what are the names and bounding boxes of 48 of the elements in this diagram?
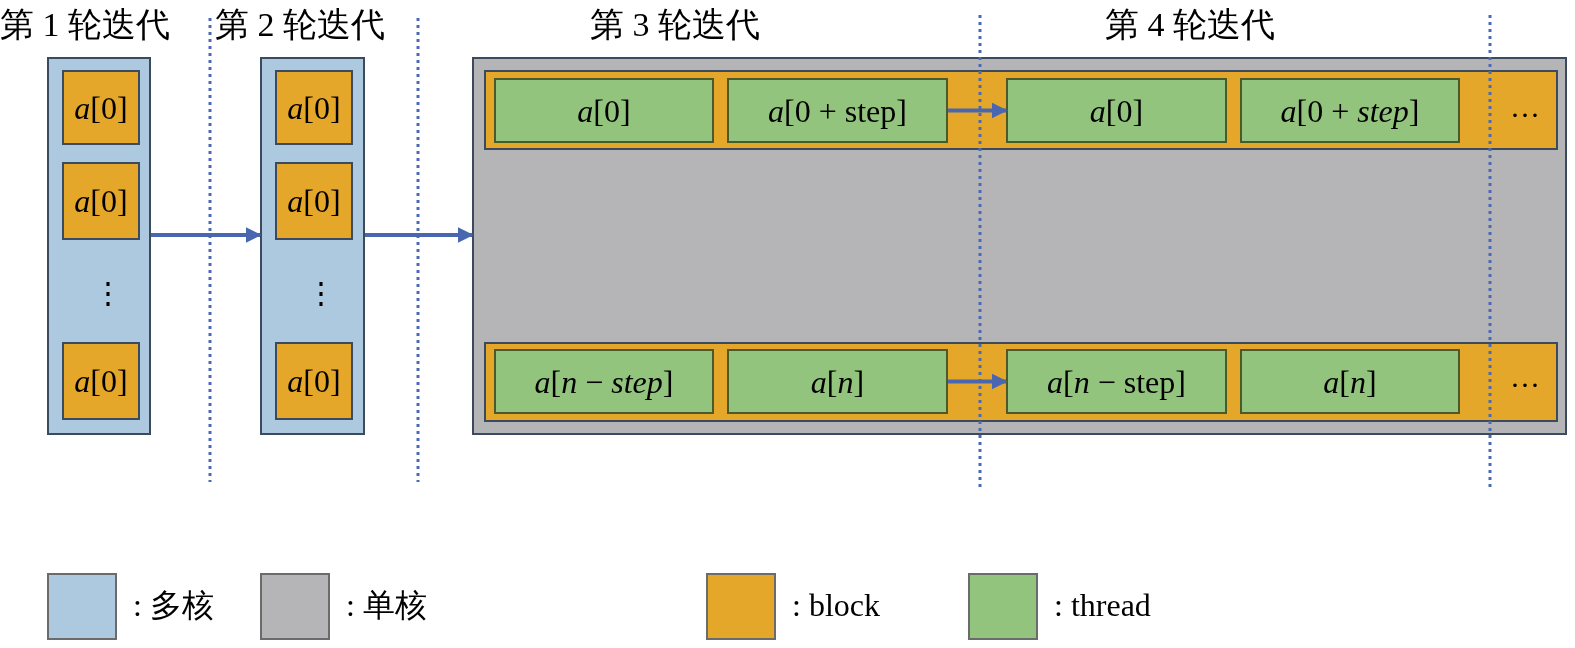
iteration-heading: 第 3 轮迭代 [590,8,760,42]
block-bar [484,342,1558,422]
block-box [275,70,353,145]
thread-box [494,349,714,414]
array-element-label: a[0] [286,365,342,397]
array-element-label: a[n] [809,365,866,398]
array-element-label: a[n − step] [1046,365,1187,398]
array-element-label: a[0] [73,91,129,124]
array-element-label: a[n] [1322,365,1378,398]
thread-box [494,78,714,143]
core-panel [47,57,151,435]
array-element-label: a[0 + step] [767,94,908,127]
block-box [62,70,140,145]
thread-box [727,349,948,414]
block-box [275,162,353,240]
array-element-label: a[n − step] [533,365,675,398]
array-element-label: a[0] [286,185,342,217]
block-box [62,342,140,420]
arrow [365,227,474,243]
array-element-label: a[0] [1088,94,1145,127]
array-element-label: a[0] [286,91,342,124]
array-element-label: a[0] [576,94,632,127]
ellipsis: ··· [1510,370,1540,400]
block-box [62,162,140,240]
legend-label: : block [792,589,880,621]
legend-label: : 单核 [346,589,427,621]
arrow [151,227,262,243]
thread-box [727,78,948,143]
iteration-heading: 第 4 轮迭代 [1105,8,1275,42]
block-box [275,342,353,420]
vertical-ellipsis: ⋮ [93,278,123,308]
legend-label: : 多核 [133,589,214,621]
array-element-label: a[0 + step] [1279,94,1421,127]
iteration-heading: 第 2 轮迭代 [215,8,385,42]
thread-box [1006,349,1227,414]
thread-box [1006,78,1227,143]
array-element-label: a[0] [73,185,129,217]
thread-box [1240,349,1460,414]
arrow [948,102,1008,119]
core-panel [260,57,365,435]
arrow [948,373,1008,390]
block-bar [484,70,1558,150]
core-panel [472,57,1567,435]
legend-label: : thread [1054,589,1151,621]
vertical-ellipsis: ⋮ [306,278,336,308]
thread-box [1240,78,1460,143]
ellipsis: ··· [1510,100,1540,130]
array-element-label: a[0] [73,365,129,397]
